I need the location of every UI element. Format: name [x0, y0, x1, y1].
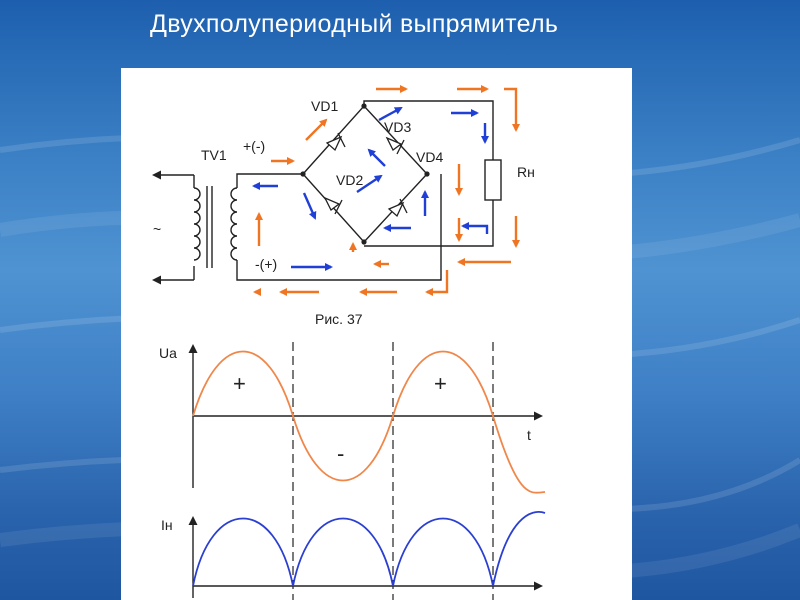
current-curve — [192, 511, 546, 587]
circuit-nodes — [300, 103, 430, 245]
top-polarity-label: +(-) — [243, 138, 265, 154]
voltage-axis-label: Ua — [159, 345, 177, 361]
positive-half-label-2: + — [434, 371, 447, 396]
figure-caption: Рис. 37 — [315, 311, 363, 327]
vd4-label: VD4 — [416, 149, 443, 165]
orange-current-arrows — [253, 85, 520, 296]
positive-half-label-1: + — [233, 371, 246, 396]
current-axis-label: Iн — [161, 517, 173, 533]
transformer — [193, 186, 238, 268]
diode-vd3 — [385, 136, 405, 155]
figure-panel: ~ TV1 — [121, 68, 632, 600]
vd2-label: VD2 — [336, 172, 363, 188]
diode-vd4 — [387, 198, 408, 218]
vd1-label: VD1 — [311, 98, 338, 114]
ac-symbol: ~ — [153, 221, 161, 237]
blue-current-arrows — [252, 106, 489, 271]
figure-svg: ~ TV1 — [152, 85, 546, 600]
load-label: Rн — [517, 164, 535, 180]
slide-title: Двухполупериодный выпрямитель — [150, 10, 559, 38]
half-period-markers — [292, 342, 494, 600]
current-graph: Iн — [161, 511, 546, 598]
transformer-label: TV1 — [201, 147, 227, 163]
voltage-curve — [192, 350, 546, 494]
diode-vd2 — [323, 196, 343, 215]
voltage-graph: Ua t + + - — [159, 342, 546, 600]
vd3-label: VD3 — [384, 119, 411, 135]
negative-half-label: - — [337, 441, 344, 466]
time-axis-label: t — [527, 427, 531, 443]
circuit-diagram: ~ TV1 — [152, 85, 535, 327]
diode-vd1 — [325, 132, 346, 152]
circuit-wires — [236, 100, 502, 281]
ac-input-lines — [152, 170, 195, 285]
bottom-polarity-label: -(+) — [255, 256, 277, 272]
